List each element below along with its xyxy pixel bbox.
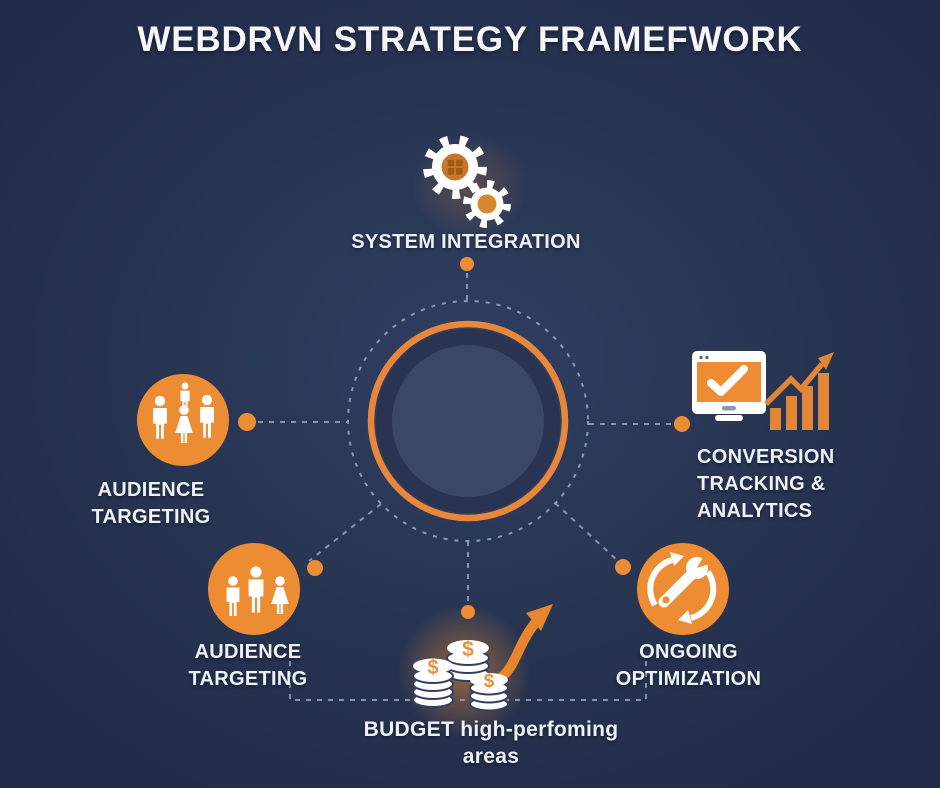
dot-left bbox=[238, 413, 256, 431]
coin-stack-right: $ bbox=[469, 671, 509, 712]
budget-label: BUDGET high-perfoming areas bbox=[363, 718, 619, 768]
coin-stack-left: $ bbox=[412, 657, 454, 708]
conversion-tracking-label-line2: TRACKING & ANALYTICS bbox=[697, 473, 826, 522]
dashed-connectors bbox=[258, 273, 671, 701]
coin-symbol: $ bbox=[484, 671, 495, 692]
hub-orange-ring bbox=[367, 320, 569, 522]
connector-bottom-left bbox=[308, 503, 382, 562]
audience-targeting-bottom-label: AUDIENCE TARGETING bbox=[188, 641, 308, 690]
family-icon bbox=[137, 374, 229, 466]
gears-icon bbox=[412, 134, 528, 238]
dot-bottom-left bbox=[307, 560, 323, 576]
bar-chart-growth-icon bbox=[764, 352, 834, 430]
coin-symbol: $ bbox=[427, 657, 438, 679]
dot-top bbox=[460, 257, 474, 271]
ongoing-optimization-label: ONGOING OPTIMIZATION bbox=[615, 641, 762, 690]
dot-bottom-right bbox=[615, 559, 631, 575]
dot-right bbox=[674, 416, 690, 432]
growth-arrow bbox=[495, 616, 542, 683]
hub-inner-fill bbox=[392, 345, 544, 497]
people-group-icon bbox=[208, 543, 300, 635]
system-integration-label: SYSTEM INTEGRATION bbox=[351, 231, 581, 253]
central-hub-circle bbox=[364, 317, 572, 525]
conversion-tracking-label: CONVERSION TRACKING & ANALYTICS bbox=[697, 444, 917, 525]
connector-bottom-right bbox=[554, 502, 618, 561]
coin-symbol: $ bbox=[462, 638, 474, 661]
coins-growth-arrow-icon: $ $ $ bbox=[398, 604, 553, 738]
conversion-tracking-label-line1: CONVERSION bbox=[697, 446, 835, 468]
page-title: WEBDRVN STRATEGY FRAMEFWORK bbox=[137, 20, 803, 59]
monitor-checkmark-icon bbox=[692, 351, 766, 421]
audience-targeting-left-label: AUDIENCE TARGETING bbox=[91, 479, 211, 528]
wrench-refresh-icon bbox=[637, 543, 729, 635]
